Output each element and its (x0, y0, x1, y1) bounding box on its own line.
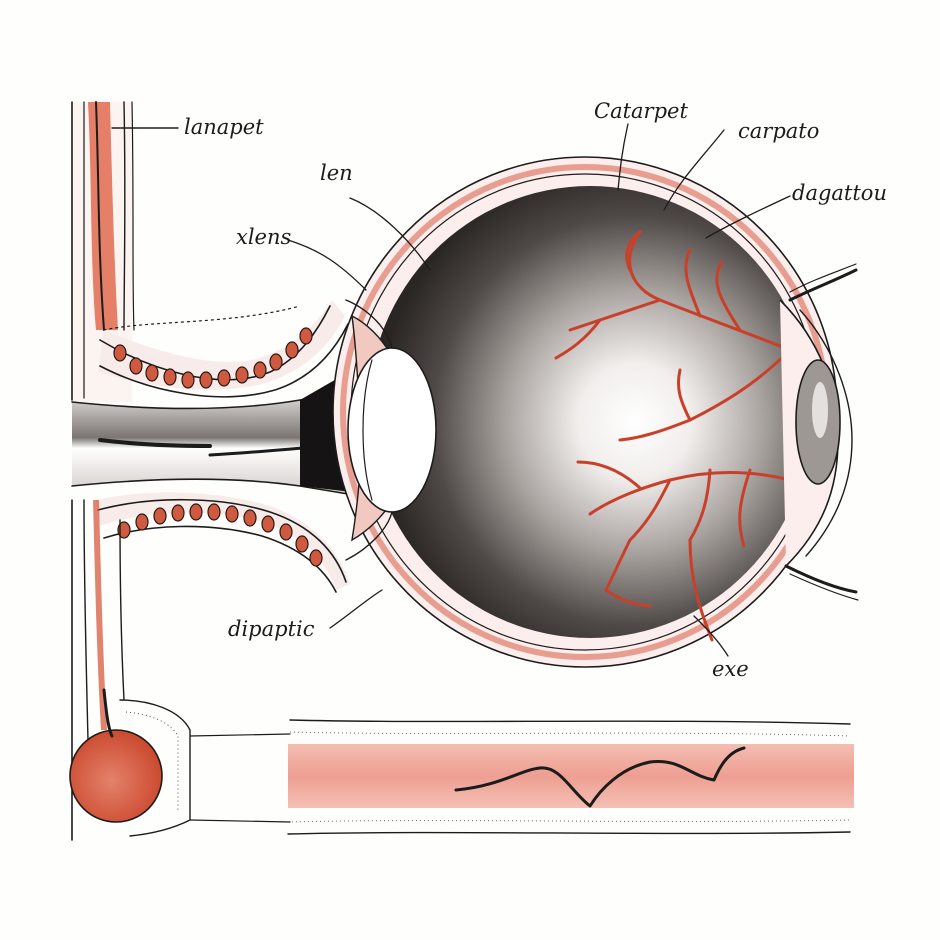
labels: lanapet len xlens Catarpet carpato dagat… (184, 99, 887, 681)
label-lanapet: lanapet (184, 115, 264, 139)
label-dagattou: dagattou (792, 181, 887, 205)
label-xlens: xlens (236, 225, 292, 249)
optic-nerve (71, 370, 361, 497)
vessel-bulb (69, 688, 163, 823)
cornea-front (779, 263, 859, 601)
leader-lines (287, 123, 791, 657)
label-exe: exe (712, 657, 749, 681)
upper-cell-band (98, 300, 349, 398)
crystalline-lens (345, 299, 437, 561)
lower-cell-band (96, 492, 350, 593)
label-len: len (320, 161, 353, 185)
label-catarpet: Catarpet (594, 99, 688, 123)
vessel-strip (189, 719, 854, 835)
label-carpato: carpato (738, 119, 819, 143)
retinal-vessels (554, 230, 792, 642)
label-dipaptic: dipaptic (228, 617, 315, 641)
eyeball (332, 156, 838, 668)
